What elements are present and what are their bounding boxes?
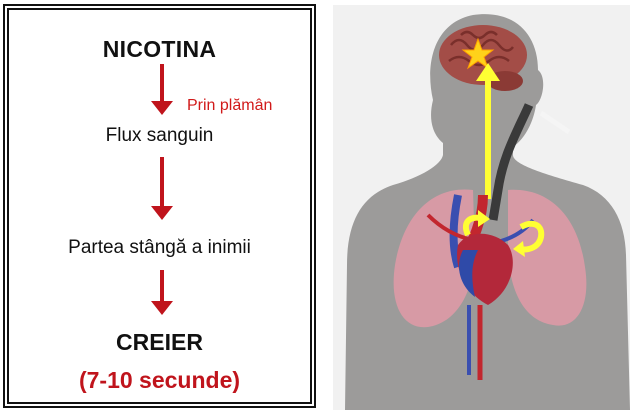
pathway-arrow-shaft [485,79,491,199]
brain-star-icon [461,37,495,70]
step-blood-flow: Flux sanguin [105,125,214,146]
nicotine-pathway-panel: NICOTINA Prin plămân Flux sanguin Partea… [3,4,316,408]
heart-flow-arrowhead-right [513,241,525,257]
anatomy-svg [345,14,630,410]
arrow-down-3 [151,270,173,315]
pathway-arrow-head [476,63,500,81]
arrow-down-2 [151,157,173,220]
brain-folds [448,30,514,67]
route-note: Prin plămân [187,97,273,114]
destination-brain: CREIER [116,329,203,355]
cigarette [539,110,571,135]
airway-trachea [488,103,534,221]
heart-flow-arrowhead-left [478,210,490,227]
heart-flow-arrow-right [518,220,545,253]
heart-blue-chamber [459,250,478,297]
arrow-down-1 [151,64,173,115]
time-to-brain: (7-10 secunde) [78,367,241,393]
substance-title: NICOTINA [102,36,217,62]
human-anatomy-illustration [333,5,630,410]
step-left-heart: Partea stângă a inimii [68,237,251,258]
